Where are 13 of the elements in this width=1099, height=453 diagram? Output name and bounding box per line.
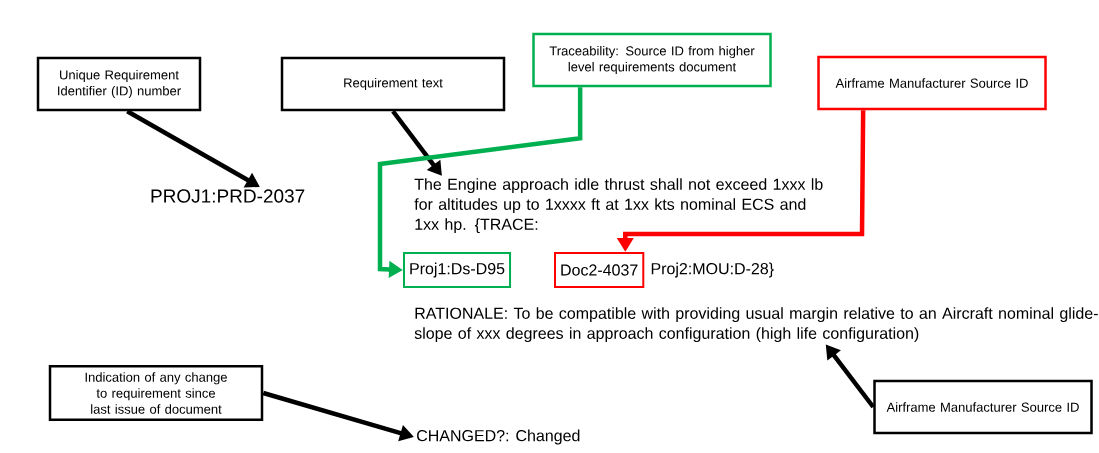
trace-id: Proj2:MOU:D-28}: [651, 262, 774, 278]
requirement-text: CHANGED?: Changed: [417, 429, 580, 445]
callout-box: Requirement text: [280, 56, 506, 112]
callout-box: Indication of any change to requirement since last issue of document: [48, 365, 264, 422]
callout-box: Traceability: Source ID from higher level requirements document: [532, 32, 772, 88]
requirement-text: The Engine approach idle thrust shall not exceed 1xxx lb for altitudes up to 1xxxx ft at 1xx kts nominal ECS and 1xx hp. {TRACE:: [414, 178, 823, 234]
callout-box: Airframe Manufacturer Source ID: [817, 55, 1047, 111]
id-box: Proj1:Ds-D95: [403, 252, 512, 288]
callout-box: Unique Requirement Identifier (ID) number: [36, 56, 202, 112]
callout-box: Airframe Manufacturer Source ID: [873, 379, 1093, 435]
requirement-text: RATIONALE: To be compatible with providing usual margin relative to an Aircraft nominal glide-slope of xxx degrees in approach configuration (high life configuration): [414, 307, 1098, 343]
requirement-id: PROJ1:PRD-2037: [151, 189, 305, 203]
id-box: Doc2-4037: [554, 252, 645, 288]
